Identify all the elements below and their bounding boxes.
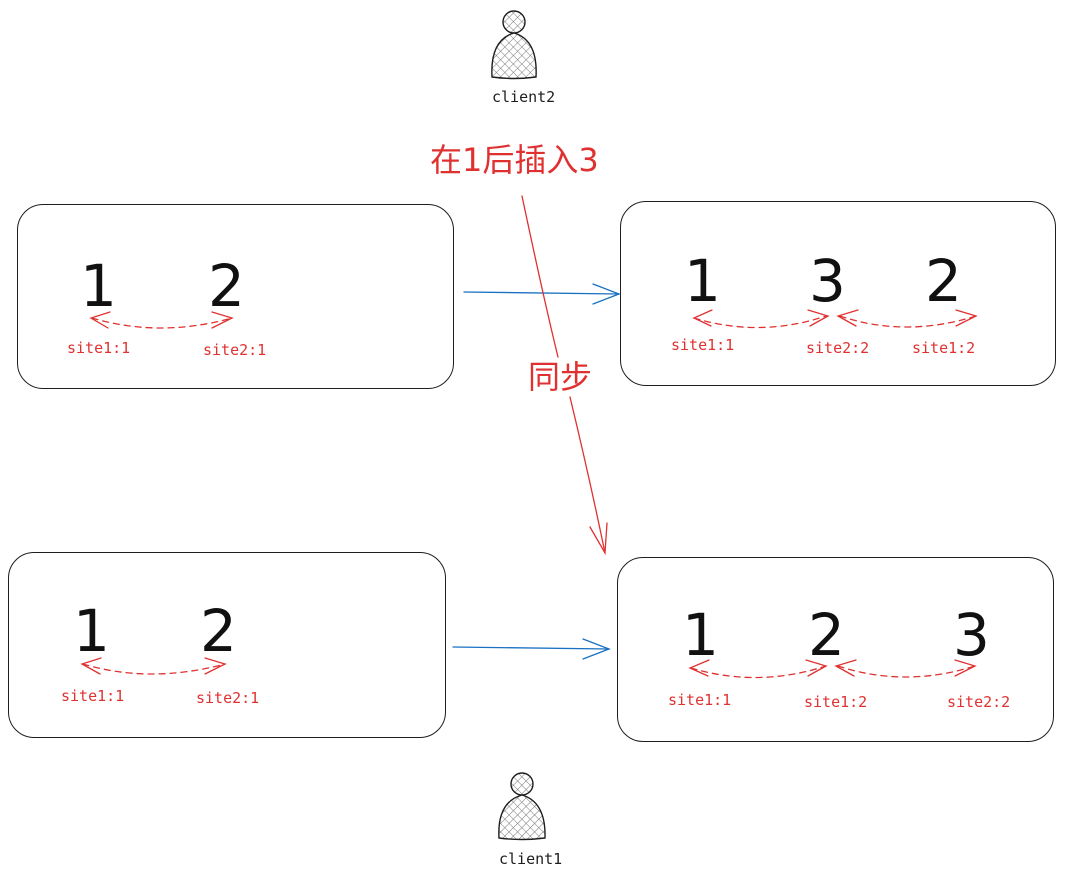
arrow-top-right [463,283,621,305]
digit: 3 [809,247,846,315]
digit: 2 [925,247,962,315]
digit: 1 [682,601,719,669]
digit: 1 [684,247,721,315]
digit: 3 [953,601,990,669]
links-top-left [91,317,233,329]
site-id-label: site1:1 [61,687,125,705]
digit: 2 [808,601,845,669]
site-id-label: site2:1 [196,689,260,707]
sync-annotation: 同步 [528,358,593,396]
site-id-label: site2:1 [203,341,267,359]
digit: 2 [200,597,237,665]
site-id-label: site2:2 [947,693,1011,711]
digit: 2 [208,252,245,320]
digit: 1 [73,597,110,665]
links-bottom-left [82,663,226,675]
digit: 1 [80,252,117,320]
sync-arrow [521,195,608,556]
arrow-bottom-right [452,638,611,660]
site-id-label: site2:2 [806,339,870,357]
client2-label: client2 [492,88,556,106]
user-icon-client1 [498,772,546,841]
insert-annotation: 在1后插入3 [430,141,599,179]
links-bottom-right [690,665,976,679]
site-id-label: site1:2 [912,339,976,357]
site-id-label: site1:1 [668,691,732,709]
links-top-right [693,315,977,329]
box-bottom-left [8,552,446,738]
site-id-label: site1:1 [67,339,131,357]
box-top-left [17,204,454,389]
box-bottom-right [617,557,1054,742]
box-top-right [620,201,1056,386]
site-id-label: site1:2 [804,693,868,711]
client1-label: client1 [499,850,563,868]
user-icon-client2 [491,10,537,80]
site-id-label: site1:1 [671,336,735,354]
